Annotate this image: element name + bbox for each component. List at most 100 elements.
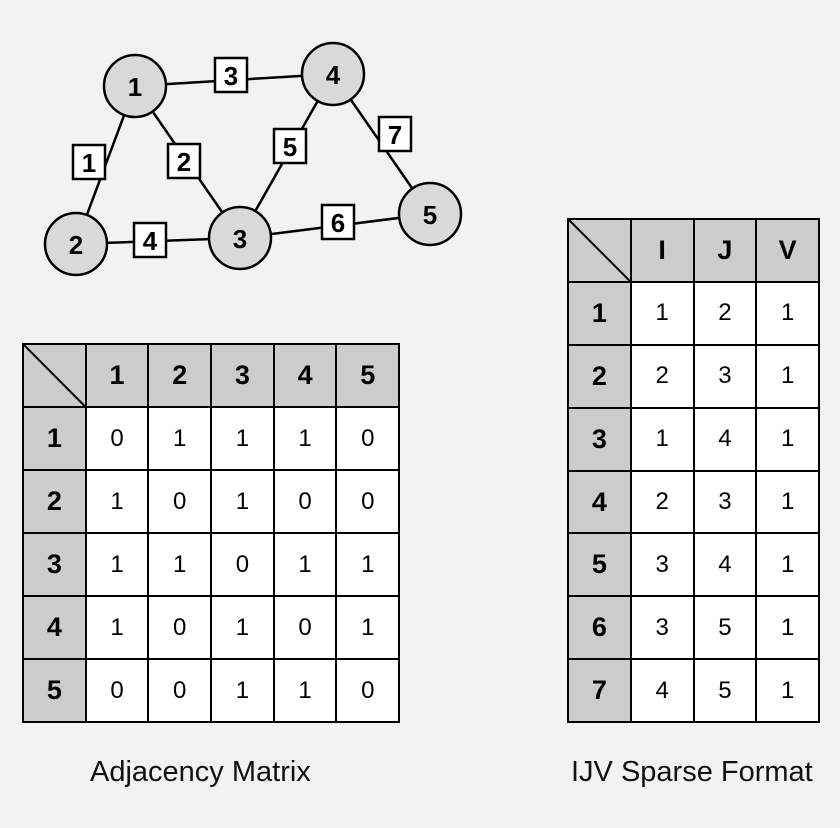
adjacency-cell: 0 <box>272 469 338 534</box>
adjacency-cell: 1 <box>210 406 275 471</box>
ijv-corner-cell <box>567 218 632 283</box>
adjacency-corner-cell <box>22 343 87 408</box>
ijv-cell: 3 <box>692 469 758 535</box>
ijv-cell: 3 <box>692 343 758 409</box>
ijv-row-header: 6 <box>567 595 632 661</box>
adjacency-cell: 0 <box>335 406 401 471</box>
node-3: 3 <box>207 205 273 271</box>
edge-weight-label: 2 <box>177 147 191 177</box>
adjacency-cell: 1 <box>272 658 338 723</box>
ijv-cell: 2 <box>629 469 695 535</box>
node-label: 3 <box>233 224 247 254</box>
ijv-cell: 1 <box>755 595 820 661</box>
ijv-cell: 1 <box>755 658 820 724</box>
ijv-row-header: 2 <box>567 343 632 409</box>
adjacency-col-header: 4 <box>272 343 338 408</box>
ijv-cell: 1 <box>629 406 695 472</box>
node-2: 2 <box>43 211 109 277</box>
adjacency-row-header: 5 <box>22 658 87 723</box>
edge-weight-box <box>320 203 356 241</box>
adjacency-col-header: 2 <box>147 343 213 408</box>
adjacency-row-header: 3 <box>22 532 87 597</box>
edge-weight-box <box>132 221 168 259</box>
ijv-col-header: V <box>755 218 820 283</box>
ijv-cell: 1 <box>755 532 820 598</box>
adjacency-matrix-caption: Adjacency Matrix <box>90 756 311 788</box>
ijv-cell: 4 <box>692 532 758 598</box>
edge-weight-box <box>272 127 308 165</box>
ijv-row-header: 5 <box>567 532 632 598</box>
node-circle <box>43 211 109 277</box>
ijv-cell: 5 <box>692 658 758 724</box>
edge-weight-label: 7 <box>388 120 402 150</box>
edge-weight-1-3: 2 <box>166 142 202 180</box>
node-1: 1 <box>102 53 168 119</box>
node-circle <box>300 41 366 107</box>
edge-weight-label: 3 <box>224 61 238 91</box>
graph-nodes: 1 2 3 4 5 <box>43 41 463 277</box>
ijv-cell: 2 <box>692 280 758 346</box>
edge-weight-1-4: 3 <box>213 56 249 94</box>
node-label: 5 <box>423 200 437 230</box>
adjacency-cell: 1 <box>84 532 150 597</box>
adjacency-cell: 1 <box>210 595 275 660</box>
adjacency-cell: 0 <box>335 658 401 723</box>
adjacency-cell: 0 <box>335 469 401 534</box>
edge-weight-box <box>213 56 249 94</box>
adjacency-cell: 1 <box>272 406 338 471</box>
node-label: 1 <box>128 72 142 102</box>
ijv-col-header: J <box>692 218 758 283</box>
ijv-cell: 4 <box>692 406 758 472</box>
adjacency-cell: 1 <box>84 469 150 534</box>
adjacency-cell: 1 <box>335 595 401 660</box>
adjacency-row-header: 2 <box>22 469 87 534</box>
adjacency-cell: 1 <box>84 595 150 660</box>
ijv-col-header: I <box>629 218 695 283</box>
adjacency-cell: 1 <box>272 532 338 597</box>
adjacency-cell: 0 <box>147 658 213 723</box>
ijv-cell: 3 <box>629 532 695 598</box>
ijv-cell: 1 <box>755 406 820 472</box>
ijv-cell: 4 <box>629 658 695 724</box>
node-4: 4 <box>300 41 366 107</box>
adjacency-cell: 1 <box>210 469 275 534</box>
adjacency-cell: 1 <box>210 658 275 723</box>
edge-weight-label: 1 <box>82 148 96 178</box>
adjacency-col-header: 1 <box>84 343 150 408</box>
ijv-row-header: 7 <box>567 658 632 724</box>
node-circle <box>102 53 168 119</box>
adjacency-cell: 1 <box>335 532 401 597</box>
edge-weight-3-5: 6 <box>320 203 356 241</box>
node-5: 5 <box>397 181 463 247</box>
ijv-sparse-format-caption: IJV Sparse Format <box>571 756 813 788</box>
edge-weight-3-4: 5 <box>272 127 308 165</box>
ijv-cell: 5 <box>692 595 758 661</box>
ijv-cell: 1 <box>755 280 820 346</box>
adjacency-cell: 0 <box>84 406 150 471</box>
ijv-cell: 3 <box>629 595 695 661</box>
adjacency-col-header: 3 <box>210 343 275 408</box>
adjacency-cell: 0 <box>147 469 213 534</box>
edge-weight-box <box>71 143 107 181</box>
adjacency-cell: 0 <box>272 595 338 660</box>
node-circle <box>397 181 463 247</box>
ijv-row-header: 4 <box>567 469 632 535</box>
ijv-cell: 1 <box>755 469 820 535</box>
